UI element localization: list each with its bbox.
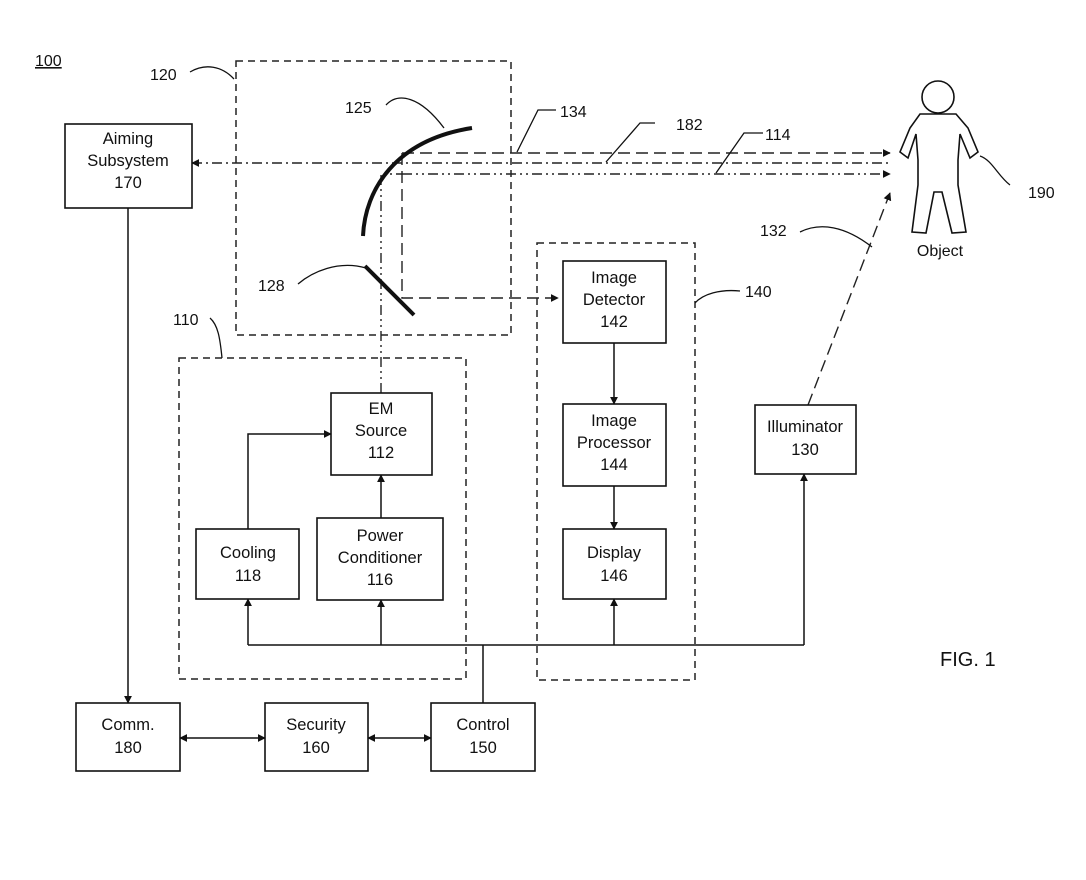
display-line1: Display — [587, 544, 642, 562]
return-beam-to-detector — [401, 153, 559, 302]
image-detector-block: Image Detector 142 — [562, 260, 667, 344]
illuminator-block: Illuminator 130 — [754, 404, 857, 475]
cooling-to-em-arrow — [247, 430, 332, 529]
display-number: 146 — [600, 567, 628, 585]
detector-line1: Image — [591, 269, 637, 287]
security-line1: Security — [286, 716, 346, 734]
illuminator-line1: Illuminator — [767, 418, 844, 436]
object-body — [899, 113, 979, 234]
power-number: 116 — [367, 571, 393, 589]
em-line1: EM — [369, 400, 394, 418]
cooling-number: 118 — [235, 567, 261, 585]
leader-190 — [979, 155, 1011, 186]
image-processor-block: Image Processor 144 — [562, 403, 667, 487]
ref-140: 140 — [745, 284, 772, 301]
figure-caption: FIG. 1 — [940, 649, 996, 671]
leader-134 — [516, 109, 556, 153]
leader-140 — [694, 289, 741, 304]
ref-182: 182 — [676, 117, 703, 134]
cooling-line1: Cooling — [220, 544, 276, 562]
security-number: 160 — [302, 739, 330, 757]
leader-125 — [385, 97, 445, 129]
system-reference: 100 — [35, 53, 62, 70]
processor-number: 144 — [600, 456, 628, 474]
primary-mirror-125 — [361, 126, 473, 237]
processor-line2: Processor — [577, 434, 652, 452]
aiming-subsystem-block: Aiming Subsystem 170 — [64, 123, 193, 209]
comm-line1: Comm. — [101, 716, 154, 734]
em-source-group-110 — [178, 357, 467, 680]
ref-134: 134 — [560, 104, 587, 121]
aiming-number: 170 — [114, 174, 142, 192]
aiming-line1: Aiming — [103, 130, 153, 148]
control-block: Control 150 — [430, 702, 536, 772]
ref-125: 125 — [345, 100, 372, 117]
control-number: 150 — [469, 739, 497, 757]
aiming-line2: Subsystem — [87, 152, 169, 170]
secondary-mirror-128 — [363, 264, 416, 317]
leader-128 — [297, 264, 367, 285]
comm-number: 180 — [114, 739, 142, 757]
leader-132 — [799, 226, 873, 248]
object-head — [921, 80, 955, 114]
power-line1: Power — [357, 527, 404, 545]
em-line2: Source — [355, 422, 407, 440]
power-conditioner-block: Power Conditioner 116 — [316, 517, 444, 601]
em-source-block: EM Source 112 — [330, 392, 433, 476]
control-line1: Control — [456, 716, 509, 734]
em-number: 112 — [368, 444, 394, 462]
ref-128: 128 — [258, 278, 285, 295]
em-beam-path — [380, 173, 402, 393]
object-figure: Object — [899, 80, 979, 260]
beam-director-group-120 — [235, 60, 512, 336]
cooling-block: Cooling 118 — [195, 528, 300, 600]
detector-number: 142 — [600, 313, 628, 331]
ref-110: 110 — [173, 312, 199, 329]
ref-114: 114 — [765, 127, 791, 144]
object-label: Object — [917, 243, 964, 260]
detector-line2: Detector — [583, 291, 646, 309]
leader-110 — [209, 317, 223, 359]
comm-block: Comm. 180 — [75, 702, 181, 772]
illuminator-number: 130 — [791, 441, 819, 459]
power-line2: Conditioner — [338, 549, 423, 567]
leader-182 — [605, 122, 655, 163]
processor-line1: Image — [591, 412, 637, 430]
leader-120 — [189, 66, 235, 80]
ref-132: 132 — [760, 223, 787, 240]
ref-120: 120 — [150, 67, 177, 84]
security-block: Security 160 — [264, 702, 369, 772]
display-block: Display 146 — [562, 528, 667, 600]
illumination-beam-132 — [807, 192, 892, 406]
leader-114 — [715, 132, 763, 174]
imaging-group-140 — [536, 242, 696, 681]
ref-190: 190 — [1028, 185, 1055, 202]
